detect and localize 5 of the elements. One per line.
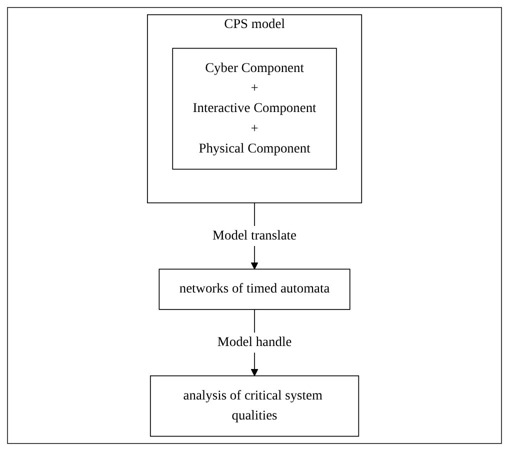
edge-label: Model handle <box>217 335 292 350</box>
edge-label: Model translate <box>212 228 296 243</box>
node-box: networks of timed automata <box>158 268 350 310</box>
node-box: Cyber Component + Interactive Component + Physical Component <box>172 48 337 170</box>
node-box: analysis of critical system qualities <box>150 375 360 437</box>
